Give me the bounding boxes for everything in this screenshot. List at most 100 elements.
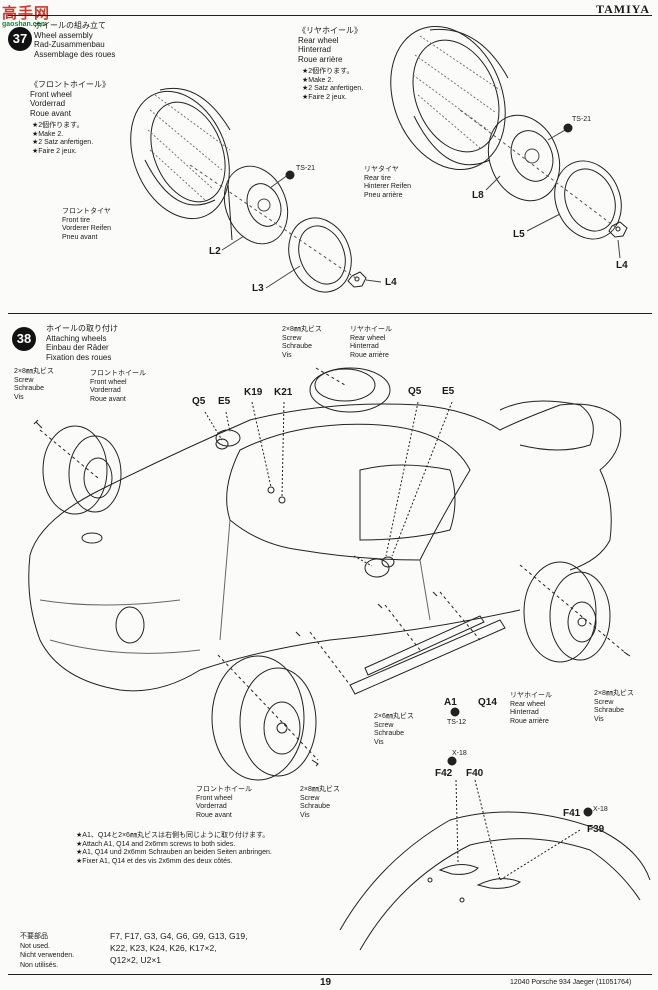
screw-jp: 2×8㎜丸ビス <box>300 786 340 793</box>
watermark: 高手网 gaoshan.com <box>2 2 50 28</box>
front-tire-de: Vorderer Reifen <box>62 225 112 232</box>
screw-jp: 2×8㎜丸ビス <box>594 690 634 697</box>
screw6-de: Schraube <box>374 730 404 737</box>
screw-caption-front-left: 2×8㎜丸ビス Screw Schraube Vis <box>14 368 54 402</box>
watermark-logo: 高手网 <box>2 5 51 22</box>
rear-wheel-en: Rear wheel <box>350 334 386 342</box>
rear-tire-en: Rear tire <box>364 174 391 182</box>
screw-caption-rear-top: 2×8㎜丸ビス Screw Schraube Vis <box>282 326 322 360</box>
screw6-caption: 2×6㎜丸ビス Screw Schraube Vis <box>374 713 414 747</box>
rear-rim-drawing <box>487 114 561 202</box>
rear-wheel-fr: Roue arrière <box>510 717 549 725</box>
front-wheel-de: Vorderrad <box>90 387 121 394</box>
ts21-marker-front <box>285 170 295 180</box>
ts12-marker <box>450 707 460 717</box>
front-wheel-jp: フロントホイール <box>90 370 146 377</box>
step-37-badge: 37 <box>8 27 32 51</box>
section-divider <box>8 313 652 314</box>
rear-top-wheel-drawing <box>309 367 391 413</box>
front-rim-drawing <box>223 165 289 245</box>
paint-x18-right: X-18 <box>593 806 608 813</box>
rear-heading-fr: Roue arrière <box>298 54 343 64</box>
front-left-wheel-drawing <box>33 419 122 515</box>
front-make-en: ★Make 2. <box>32 130 64 138</box>
inset-detail-drawing <box>339 756 651 951</box>
step-37-title-de: Rad-Zusammenbau <box>34 40 105 49</box>
rear-wheel-caption-bottom: リヤホイール Rear wheel Hinterrad Roue arrière <box>510 692 552 726</box>
step-38-title: ホイールの取り付け Attaching wheels Einbau der Rä… <box>46 324 118 362</box>
front-wheel-fr: Roue avant <box>196 811 232 819</box>
screw-en: Screw <box>594 698 614 706</box>
front-tire-caption: フロントタイヤ Front tire Vorderer Reifen Pneu … <box>62 208 111 242</box>
step-38-badge: 38 <box>12 327 36 351</box>
rear-make-de: ★2 Satz anfertigen. <box>302 85 364 92</box>
mirror-left-drawing <box>204 411 241 450</box>
part-l4-rear: L4 <box>616 260 628 271</box>
paint-x18-left: X-18 <box>452 750 467 757</box>
part-a1: A1 <box>444 697 457 708</box>
attach-note-de: ★A1, Q14 und 2x6mm Schrauben an beiden S… <box>76 849 272 856</box>
rear-tire-jp: リヤタイヤ <box>364 166 399 173</box>
screw6-jp: 2×6㎜丸ビス <box>374 713 414 720</box>
part-q5-left: Q5 <box>192 396 206 407</box>
step-37-title-jp: ホイールの組み立て <box>34 21 106 30</box>
ts21-marker-rear <box>563 123 573 133</box>
front-wheel-caption-bottom: フロントホイール Front wheel Vorderrad Roue avan… <box>196 786 252 820</box>
part-f40: F40 <box>466 768 484 779</box>
screw-en: Screw <box>14 376 34 384</box>
screw-de: Schraube <box>594 707 624 714</box>
rear-tire-caption: リヤタイヤ Rear tire Hinterer Reifen Pneu arr… <box>364 166 411 200</box>
model-code: 12040 Porsche 934 Jaeger (11051764) <box>510 979 632 986</box>
screw-fr: Vis <box>300 811 310 819</box>
rear-axis-line <box>459 109 619 230</box>
footer-rule <box>8 974 652 975</box>
front-wheel-en: Front wheel <box>90 378 127 386</box>
unused-parts-line-3: Q12×2, U2×1 <box>110 955 162 965</box>
part-f42: F42 <box>435 768 453 779</box>
screw-caption-rear-bottom: 2×8㎜丸ビス Screw Schraube Vis <box>594 690 634 724</box>
front-tire-en: Front tire <box>62 216 91 224</box>
screw-fr: Vis <box>14 393 24 401</box>
page-number: 19 <box>320 977 332 988</box>
screw-jp: 2×8㎜丸ビス <box>282 326 322 333</box>
rear-tire-fr: Pneu arrière <box>364 191 403 199</box>
screw6-fr: Vis <box>374 738 384 746</box>
front-tire-drawing <box>130 87 231 220</box>
unused-label-jp: 不要部品 <box>20 933 48 940</box>
rear-tire-drawing <box>390 25 509 171</box>
attach-note-en: ★Attach A1, Q14 and 2x6mm screws to both… <box>76 840 236 848</box>
front-make-de: ★2 Satz anfertigen. <box>32 139 94 146</box>
front-make-jp: ★2個作ります。 <box>32 122 84 129</box>
step-38-title-fr: Fixation des roues <box>46 352 112 362</box>
part-e5-right: E5 <box>442 386 455 397</box>
header-rule <box>8 15 652 16</box>
front-nut-drawing <box>347 271 367 288</box>
part-l2: L2 <box>209 246 221 257</box>
rear-wheel-de: Hinterrad <box>350 343 379 350</box>
front-wheel-fr: Roue avant <box>90 395 126 403</box>
part-k21: K21 <box>274 387 293 398</box>
rear-heading-en: Rear wheel <box>298 35 339 45</box>
screw-en: Screw <box>300 794 320 802</box>
front-heading-jp: 《フロントホイール》 <box>30 80 110 89</box>
part-f41: F41 <box>563 808 581 819</box>
unused-parts-line-2: K22, K23, K24, K26, K17×2, <box>110 943 217 953</box>
unused-labels: 不要部品 Not used. Nicht verwenden. Non util… <box>20 932 74 970</box>
front-bottom-wheel-drawing <box>211 654 319 781</box>
part-q14: Q14 <box>478 697 497 708</box>
rear-wheel-de: Hinterrad <box>510 709 539 716</box>
step-38-title-jp: ホイールの取り付け <box>46 324 118 333</box>
step-37-title-en: Wheel assembly <box>34 30 93 40</box>
screw-de: Schraube <box>14 385 44 392</box>
mirror-right-drawing <box>353 401 453 578</box>
rear-wheel-jp: リヤホイール <box>350 326 392 333</box>
part-f39: F39 <box>587 824 605 835</box>
rear-nut-drawing <box>608 221 628 238</box>
front-ring-drawing <box>288 217 352 293</box>
rear-wheel-jp: リヤホイール <box>510 692 552 699</box>
screw-caption-front-bottom: 2×8㎜丸ビス Screw Schraube Vis <box>300 786 340 820</box>
step-37-title-fr: Assemblage des roues <box>34 49 116 59</box>
front-wheel-en: Front wheel <box>196 794 233 802</box>
front-tire-fr: Pneu avant <box>62 233 98 241</box>
